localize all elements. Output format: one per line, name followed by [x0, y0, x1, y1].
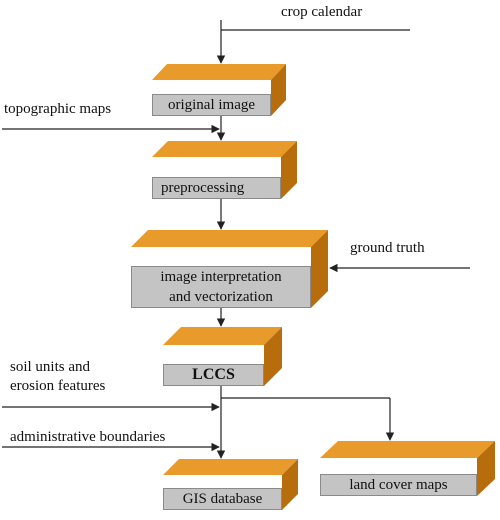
gis-database-label: GIS database — [182, 491, 263, 507]
crop-calendar-label: crop calendar — [281, 4, 363, 20]
lccs-box-top — [163, 327, 282, 345]
gis-database-box: GIS database — [163, 475, 282, 510]
land-cover-maps-box-side — [477, 441, 495, 496]
connectors — [2, 20, 470, 459]
preprocessing-box-top — [152, 141, 297, 157]
image-interpretation-line-2: and vectorization — [169, 289, 273, 305]
land-cover-maps-label: land cover maps — [349, 477, 448, 493]
topographic-maps-label: topographic maps — [4, 101, 112, 117]
gis-database-box-side — [282, 459, 298, 510]
lccs-box: LCCS — [163, 345, 264, 386]
land-cover-maps-face: land cover maps — [320, 474, 477, 496]
lccs-label: LCCS — [192, 366, 235, 383]
gis-database-box-top — [163, 459, 298, 475]
soil-units-label-2: erosion features — [10, 378, 106, 394]
original-image-box-top — [152, 64, 286, 80]
original-image-face: original image — [152, 94, 271, 116]
gis-database-face: GIS database — [163, 488, 282, 510]
image-interpretation-box: image interpretation and vectorization — [131, 247, 311, 308]
ground-truth-label: ground truth — [350, 240, 425, 256]
interpretation-box-top — [131, 230, 328, 247]
original-image-box-side — [271, 64, 286, 116]
preprocessing-box: preprocessing — [152, 157, 281, 199]
box-extrusions — [131, 64, 495, 510]
lccs-box-side — [264, 327, 282, 386]
original-image-box: original image — [152, 80, 271, 116]
image-interpretation-line-1: image interpretation — [160, 269, 282, 285]
lccs-face: LCCS — [163, 364, 264, 386]
administrative-boundaries-label: administrative boundaries — [10, 429, 166, 445]
soil-units-label-1: soil units and — [10, 359, 91, 375]
preprocessing-label: preprocessing — [161, 180, 245, 196]
preprocessing-box-side — [281, 141, 297, 199]
preprocessing-face: preprocessing — [152, 177, 281, 199]
image-interpretation-face: image interpretation and vectorization — [131, 266, 311, 308]
land-cover-maps-box: land cover maps — [320, 458, 477, 496]
interpretation-box-side — [311, 230, 328, 308]
original-image-label: original image — [167, 97, 256, 113]
land-cover-maps-box-top — [320, 441, 495, 458]
